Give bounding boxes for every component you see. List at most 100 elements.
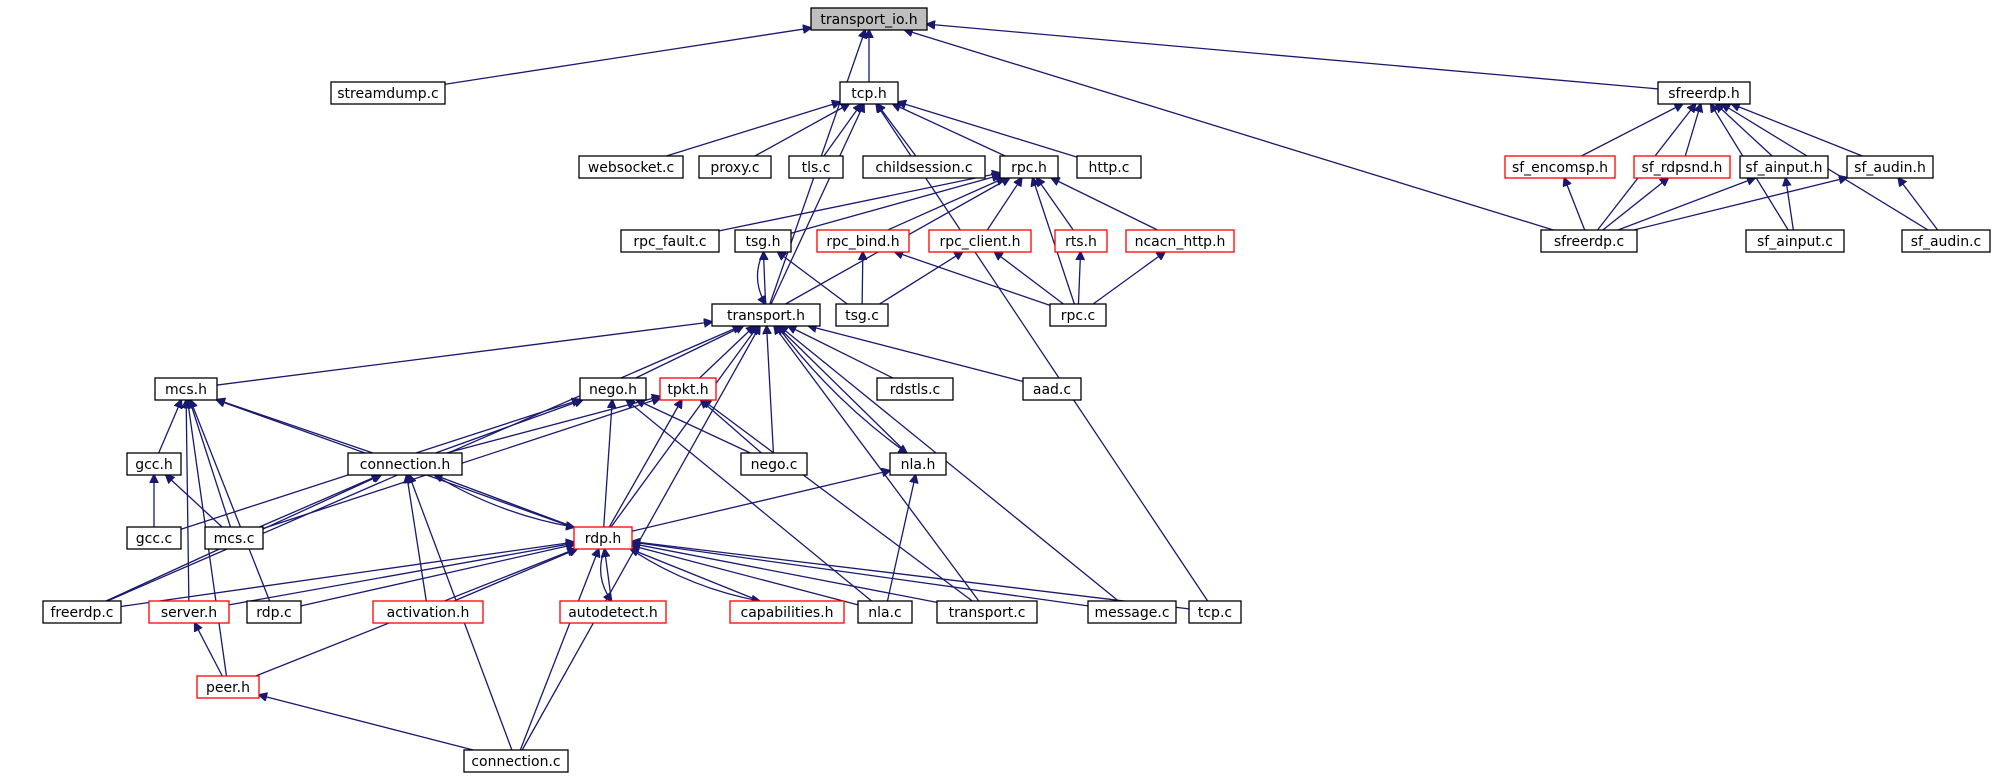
- node-transport_c[interactable]: transport.c: [936, 600, 1038, 624]
- node-sfreerdp_h[interactable]: sfreerdp.h: [1657, 81, 1751, 105]
- node-nego_c[interactable]: nego.c: [740, 452, 808, 476]
- node-transport_io_h[interactable]: transport_io.h: [810, 7, 928, 31]
- edge-tsg_h-to-rpc_h: [790, 175, 1000, 234]
- node-label: tsg.h: [746, 234, 781, 250]
- node-rdstls_c[interactable]: rdstls.c: [876, 377, 954, 401]
- edge-rdstls_c-to-transport_h: [788, 326, 894, 379]
- edge-rpc_client_h-to-rpc_h: [986, 178, 1021, 231]
- edge-gcc_h-to-mcs_h: [158, 400, 182, 454]
- node-box: [1739, 155, 1829, 179]
- node-label: proxy.c: [710, 160, 759, 176]
- edge-connection_c-to-transport_h: [521, 326, 760, 751]
- node-box: [835, 303, 889, 327]
- node-sfreerdp_c[interactable]: sfreerdp.c: [1540, 229, 1638, 253]
- node-rdp_h[interactable]: rdp.h: [573, 526, 633, 550]
- edge-tsg_h-to-transport_h: [756, 251, 765, 304]
- node-ncacn_http_h[interactable]: ncacn_http.h: [1125, 229, 1235, 253]
- node-sf_ainput_c[interactable]: sf_ainput.c: [1745, 229, 1845, 253]
- edge-transport_h-to-tcp_h: [770, 104, 864, 305]
- node-tcp_h[interactable]: tcp.h: [839, 81, 899, 105]
- node-label: ncacn_http.h: [1135, 234, 1226, 250]
- edge-sfreerdp_c-to-transport_io_h: [905, 30, 1554, 231]
- node-label: sf_audin.c: [1911, 234, 1981, 250]
- node-layer: transport_io.h streamdump.c tcp.h sfreerdp.…: [42, 7, 1991, 773]
- node-http_c[interactable]: http.c: [1076, 155, 1142, 179]
- edge-rdp_h-to-transport_h: [610, 326, 758, 528]
- node-sf_ainput_h[interactable]: sf_ainput.h: [1739, 155, 1829, 179]
- node-autodetect_h[interactable]: autodetect.h: [559, 600, 667, 624]
- node-box: [889, 452, 947, 476]
- node-rpc_client_h[interactable]: rpc_client.h: [928, 229, 1032, 253]
- edge-rdp_h-to-autodetect_h: [599, 548, 612, 601]
- node-label: sf_ainput.h: [1745, 160, 1822, 176]
- node-tsg_h[interactable]: tsg.h: [734, 229, 792, 253]
- node-nla_h[interactable]: nla.h: [889, 452, 947, 476]
- node-streamdump_c[interactable]: streamdump.c: [330, 81, 446, 105]
- edge-tsg_c-to-tsg_h: [778, 252, 848, 305]
- node-box: [1901, 229, 1991, 253]
- node-connection_h[interactable]: connection.h: [347, 452, 463, 476]
- node-server_h[interactable]: server.h: [148, 600, 230, 624]
- node-box: [734, 229, 792, 253]
- node-activation_h[interactable]: activation.h: [372, 600, 484, 624]
- node-box: [246, 600, 302, 624]
- node-rpc_bind_h[interactable]: rpc_bind.h: [816, 229, 910, 253]
- node-sf_encomsp_h[interactable]: sf_encomsp.h: [1504, 155, 1616, 179]
- node-rpc_c[interactable]: rpc.c: [1049, 303, 1107, 327]
- node-rdp_c[interactable]: rdp.c: [246, 600, 302, 624]
- node-sf_rdpsnd_h[interactable]: sf_rdpsnd.h: [1633, 155, 1731, 179]
- node-box: [559, 600, 667, 624]
- node-box: [154, 377, 218, 401]
- edge-connection_h-to-mcs_h: [217, 400, 374, 454]
- node-capabilities_h[interactable]: capabilities.h: [729, 600, 845, 624]
- node-nego_h[interactable]: nego.h: [579, 377, 647, 401]
- node-box: [1022, 377, 1082, 401]
- edge-connection_c-to-peer_h: [259, 695, 474, 751]
- node-label: rdp.c: [256, 605, 291, 621]
- node-label: childsession.c: [875, 160, 972, 176]
- node-nla_c[interactable]: nla.c: [857, 600, 913, 624]
- node-message_c[interactable]: message.c: [1087, 600, 1177, 624]
- node-freerdp_c[interactable]: freerdp.c: [42, 600, 122, 624]
- node-label: gcc.h: [135, 457, 173, 473]
- edge-sfreerdp_c-to-sf_audin_h: [1633, 178, 1847, 231]
- edge-server_h-to-mcs_h: [186, 400, 189, 602]
- edge-nego_c-to-nego_h: [637, 400, 751, 454]
- node-tcp_c[interactable]: tcp.c: [1188, 600, 1242, 624]
- edge-nego_c-to-transport_h: [767, 326, 775, 454]
- edge-sf_rdpsnd_h-to-sfreerdp_h: [1684, 104, 1700, 157]
- node-aad_c[interactable]: aad.c: [1022, 377, 1082, 401]
- node-rts_h[interactable]: rts.h: [1054, 229, 1108, 253]
- node-rpc_fault_c[interactable]: rpc_fault.c: [620, 229, 720, 253]
- node-gcc_c[interactable]: gcc.c: [126, 526, 182, 550]
- node-label: nego.c: [751, 457, 798, 473]
- edge-rdp_h-to-nla_h: [631, 471, 890, 532]
- node-sf_audin_h[interactable]: sf_audin.h: [1846, 155, 1934, 179]
- node-box: [372, 600, 484, 624]
- edge-sf_ainput_h-to-sfreerdp_h: [1716, 104, 1773, 157]
- node-gcc_h[interactable]: gcc.h: [126, 452, 182, 476]
- edge-streamdump_c-to-transport_io_h: [444, 28, 811, 85]
- node-childsession_c[interactable]: childsession.c: [862, 155, 986, 179]
- edge-mcs_h-to-transport_h: [216, 322, 712, 386]
- node-websocket_c[interactable]: websocket.c: [578, 155, 684, 179]
- node-box: [204, 526, 264, 550]
- node-label: activation.h: [387, 605, 470, 621]
- node-tpkt_h[interactable]: tpkt.h: [659, 377, 717, 401]
- node-proxy_c[interactable]: proxy.c: [698, 155, 772, 179]
- node-tsg_c[interactable]: tsg.c: [835, 303, 889, 327]
- edge-sf_ainput_c-to-sf_ainput_h: [1786, 178, 1795, 231]
- edge-tsg_c-to-rpc_bind_h: [862, 252, 863, 305]
- node-mcs_h[interactable]: mcs.h: [154, 377, 218, 401]
- node-sf_audin_c[interactable]: sf_audin.c: [1901, 229, 1991, 253]
- node-label: http.c: [1089, 160, 1130, 176]
- edge-sfreerdp_c-to-sf_encomsp_h: [1564, 178, 1586, 231]
- node-mcs_c[interactable]: mcs.c: [204, 526, 264, 550]
- node-tls_c[interactable]: tls.c: [788, 155, 844, 179]
- node-peer_h[interactable]: peer.h: [196, 675, 260, 699]
- node-connection_c[interactable]: connection.c: [463, 749, 569, 773]
- node-rpc_h[interactable]: rpc.h: [999, 155, 1059, 179]
- node-label: freerdp.c: [50, 605, 113, 621]
- node-transport_h[interactable]: transport.h: [711, 303, 821, 327]
- node-label: rpc.c: [1061, 308, 1096, 324]
